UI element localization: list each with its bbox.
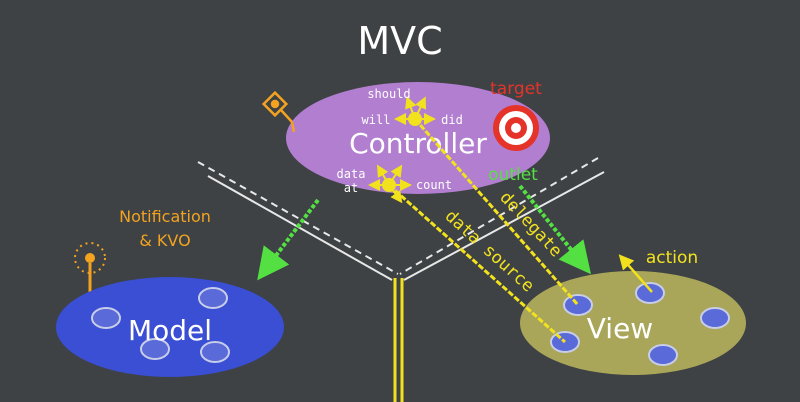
label-did: did xyxy=(441,113,463,127)
label-should: should xyxy=(367,87,410,101)
label-count: count xyxy=(416,178,452,192)
controller-to-model-arrow xyxy=(257,198,320,281)
label-at: at xyxy=(344,181,358,195)
delegate-line xyxy=(413,118,580,306)
target-icon xyxy=(493,105,539,151)
action-arrow xyxy=(618,254,653,293)
label-notification: Notification xyxy=(119,207,211,226)
label-kvo: & KVO xyxy=(139,231,190,250)
data-source-line xyxy=(388,183,566,344)
label-action: action xyxy=(646,248,698,268)
diagram-title: MVC xyxy=(357,19,442,63)
model-label: Model xyxy=(128,314,212,347)
pencil-icon xyxy=(261,90,296,133)
double-yellow-line xyxy=(393,278,404,402)
label-will: will xyxy=(362,113,391,127)
controller-label: Controller xyxy=(349,127,487,160)
label-target: target xyxy=(490,79,542,99)
outlet-arrow xyxy=(518,184,592,275)
model-subnodes xyxy=(91,287,230,363)
view-label: View xyxy=(587,312,653,345)
controller-ellipse xyxy=(286,82,550,194)
label-data: data xyxy=(337,167,366,181)
radio-antenna-icon xyxy=(74,242,106,292)
label-outlet: outlet xyxy=(488,165,538,185)
